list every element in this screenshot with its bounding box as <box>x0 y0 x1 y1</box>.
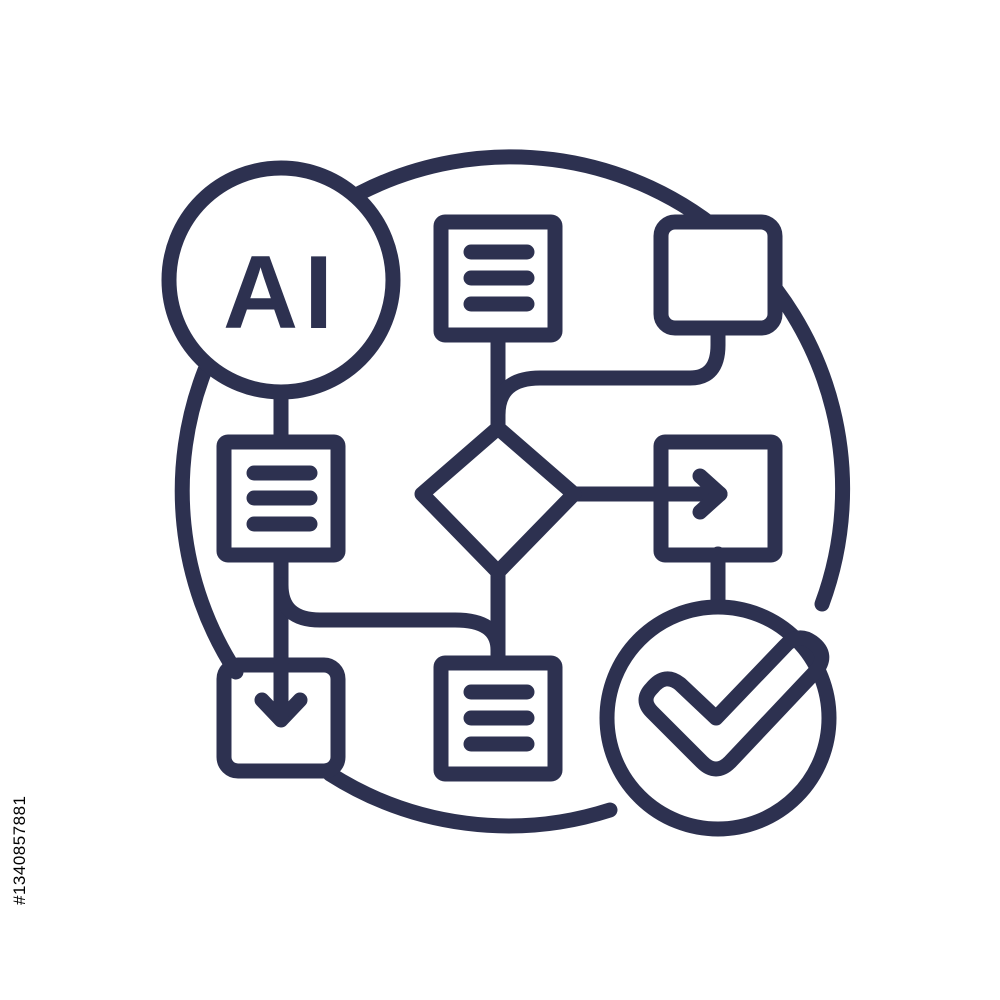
right-arrowhead <box>692 468 728 520</box>
top-document-lines <box>463 244 535 312</box>
connector-diamond-to-square <box>490 322 726 423</box>
check-mark-icon <box>638 630 830 777</box>
arrow-box <box>653 434 783 563</box>
left-document-lines <box>246 465 318 532</box>
stock-id-label: #1340857881 <box>10 795 29 905</box>
ai-label: AI <box>223 235 339 351</box>
bottom-document-lines <box>463 684 535 752</box>
outer-ring-bottom <box>322 766 618 834</box>
top-right-square <box>653 214 783 336</box>
connector-doc-to-bottom <box>273 577 506 671</box>
decision-diamond <box>414 420 582 580</box>
outer-ring-left <box>174 362 244 680</box>
